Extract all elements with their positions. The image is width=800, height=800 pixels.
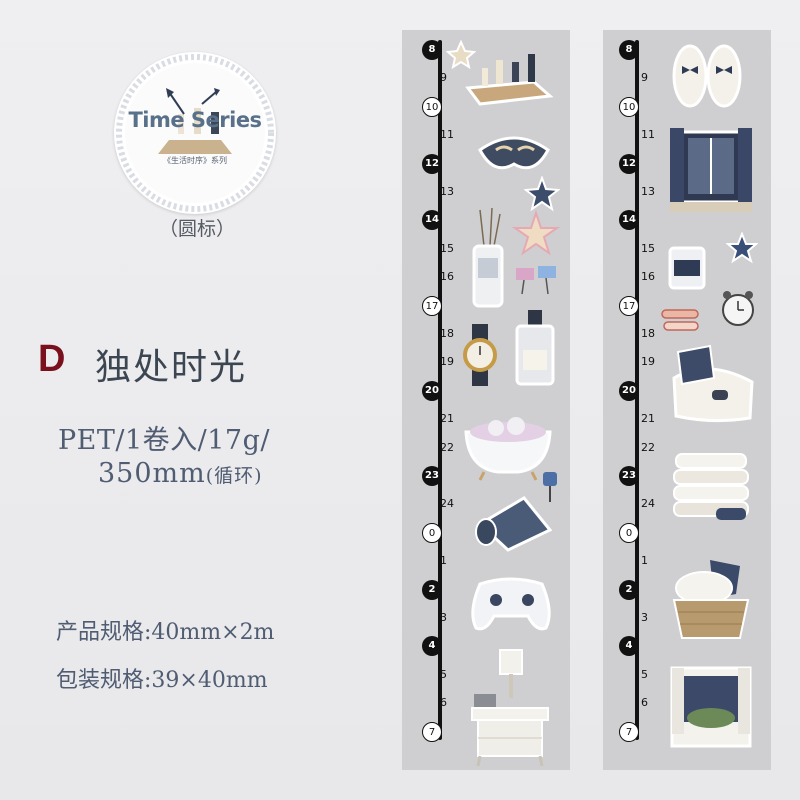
yoga-mat-icon xyxy=(475,496,553,552)
perfume-bottle-icon xyxy=(515,310,555,386)
window-curtain-icon xyxy=(670,128,752,212)
hour-marker-1: 1 xyxy=(641,554,648,568)
variant-letter: D xyxy=(38,338,66,380)
laundry-basket-icon xyxy=(672,560,750,639)
round-label-badge: Time Series 《生活时序》系列 xyxy=(114,52,276,214)
product-title: 独处时光 xyxy=(95,347,248,388)
hour-marker-16: 16 xyxy=(641,270,655,284)
hour-marker-12: 12 xyxy=(422,153,442,174)
chess-set-icon xyxy=(465,54,554,106)
hour-marker-9: 9 xyxy=(440,71,447,85)
alarm-clock-icon xyxy=(722,291,754,326)
hour-marker-13: 13 xyxy=(440,185,454,198)
spec-loop-note: (循环) xyxy=(205,465,263,487)
star-icon xyxy=(726,232,758,264)
hour-marker-9: 9 xyxy=(641,71,648,85)
hour-marker-21: 21 xyxy=(440,412,454,426)
hour-marker-5: 5 xyxy=(440,667,447,681)
badge-subtitle: 《生活时序》系列 xyxy=(163,156,227,165)
spec-line-2: 350mm(循环) xyxy=(98,458,263,489)
hour-marker-23: 23 xyxy=(619,466,639,486)
hour-marker-3: 3 xyxy=(641,611,648,624)
hour-marker-7: 7 xyxy=(422,721,442,742)
window-view-icon xyxy=(670,666,752,748)
hour-marker-10: 10 xyxy=(422,96,442,117)
hour-marker-6: 6 xyxy=(641,696,648,710)
hour-marker-4: 4 xyxy=(619,636,639,657)
hour-marker-1: 1 xyxy=(440,554,447,568)
hour-marker-18: 18 xyxy=(440,327,454,340)
star-icon xyxy=(524,176,560,212)
hour-marker-17: 17 xyxy=(619,295,639,316)
hour-marker-24: 24 xyxy=(440,497,454,511)
game-controller-icon xyxy=(471,577,551,631)
hour-marker-11: 11 xyxy=(440,128,454,142)
blanket-pillow-icon xyxy=(672,344,754,423)
hour-marker-8: 8 xyxy=(619,40,639,60)
slippers-icon xyxy=(672,44,742,108)
hour-marker-11: 11 xyxy=(641,128,655,142)
hair-clips-icon xyxy=(661,309,699,331)
badge-ring-icon xyxy=(116,54,274,212)
push-pin-icon xyxy=(543,472,557,502)
hour-marker-2: 2 xyxy=(422,579,442,600)
hour-marker-15: 15 xyxy=(641,241,655,255)
hour-marker-10: 10 xyxy=(619,96,639,117)
bedside-table-lamp-icon xyxy=(471,649,549,766)
hour-marker-22: 22 xyxy=(641,440,655,454)
star-icon xyxy=(446,40,476,70)
hour-marker-6: 6 xyxy=(440,696,447,710)
hour-marker-0: 0 xyxy=(619,522,639,543)
bathtub-icon xyxy=(464,417,552,481)
badge-title: Time Series xyxy=(128,108,262,132)
hour-marker-16: 16 xyxy=(440,270,454,284)
hour-marker-5: 5 xyxy=(641,667,648,681)
hour-marker-0: 0 xyxy=(422,522,442,543)
spec-length: 350mm xyxy=(98,458,206,489)
hour-marker-2: 2 xyxy=(619,579,639,600)
spec-line-1: PET/1卷入/17g/ xyxy=(58,425,270,456)
folded-towels-icon xyxy=(673,453,749,520)
hour-marker-12: 12 xyxy=(619,153,639,174)
sleep-mask-icon xyxy=(478,136,550,170)
hour-marker-19: 19 xyxy=(440,355,454,369)
hour-marker-14: 14 xyxy=(619,210,639,231)
hour-marker-21: 21 xyxy=(641,412,655,426)
starfish-icon xyxy=(512,210,560,256)
hour-marker-17: 17 xyxy=(422,295,442,316)
product-size: 产品规格:40mm×2m xyxy=(56,620,275,645)
hour-marker-20: 20 xyxy=(422,380,442,401)
hour-marker-20: 20 xyxy=(619,380,639,401)
hour-marker-15: 15 xyxy=(440,241,454,255)
hour-marker-24: 24 xyxy=(641,497,655,511)
paper-clips-icon xyxy=(516,266,556,295)
hour-marker-7: 7 xyxy=(619,721,639,742)
package-size: 包装规格:39×40mm xyxy=(56,668,268,693)
hour-marker-18: 18 xyxy=(641,327,655,340)
candle-icon xyxy=(668,246,706,290)
hour-marker-3: 3 xyxy=(440,611,447,624)
hour-marker-4: 4 xyxy=(422,636,442,657)
hour-marker-23: 23 xyxy=(422,466,442,486)
hour-marker-14: 14 xyxy=(422,210,442,231)
hour-marker-19: 19 xyxy=(641,355,655,369)
hour-marker-8: 8 xyxy=(422,40,442,60)
badge-caption: （圆标） xyxy=(158,218,235,240)
hour-marker-13: 13 xyxy=(641,185,655,198)
hour-marker-22: 22 xyxy=(440,440,454,454)
wristwatch-icon xyxy=(463,324,497,386)
perfume-sticks-icon xyxy=(472,207,504,308)
